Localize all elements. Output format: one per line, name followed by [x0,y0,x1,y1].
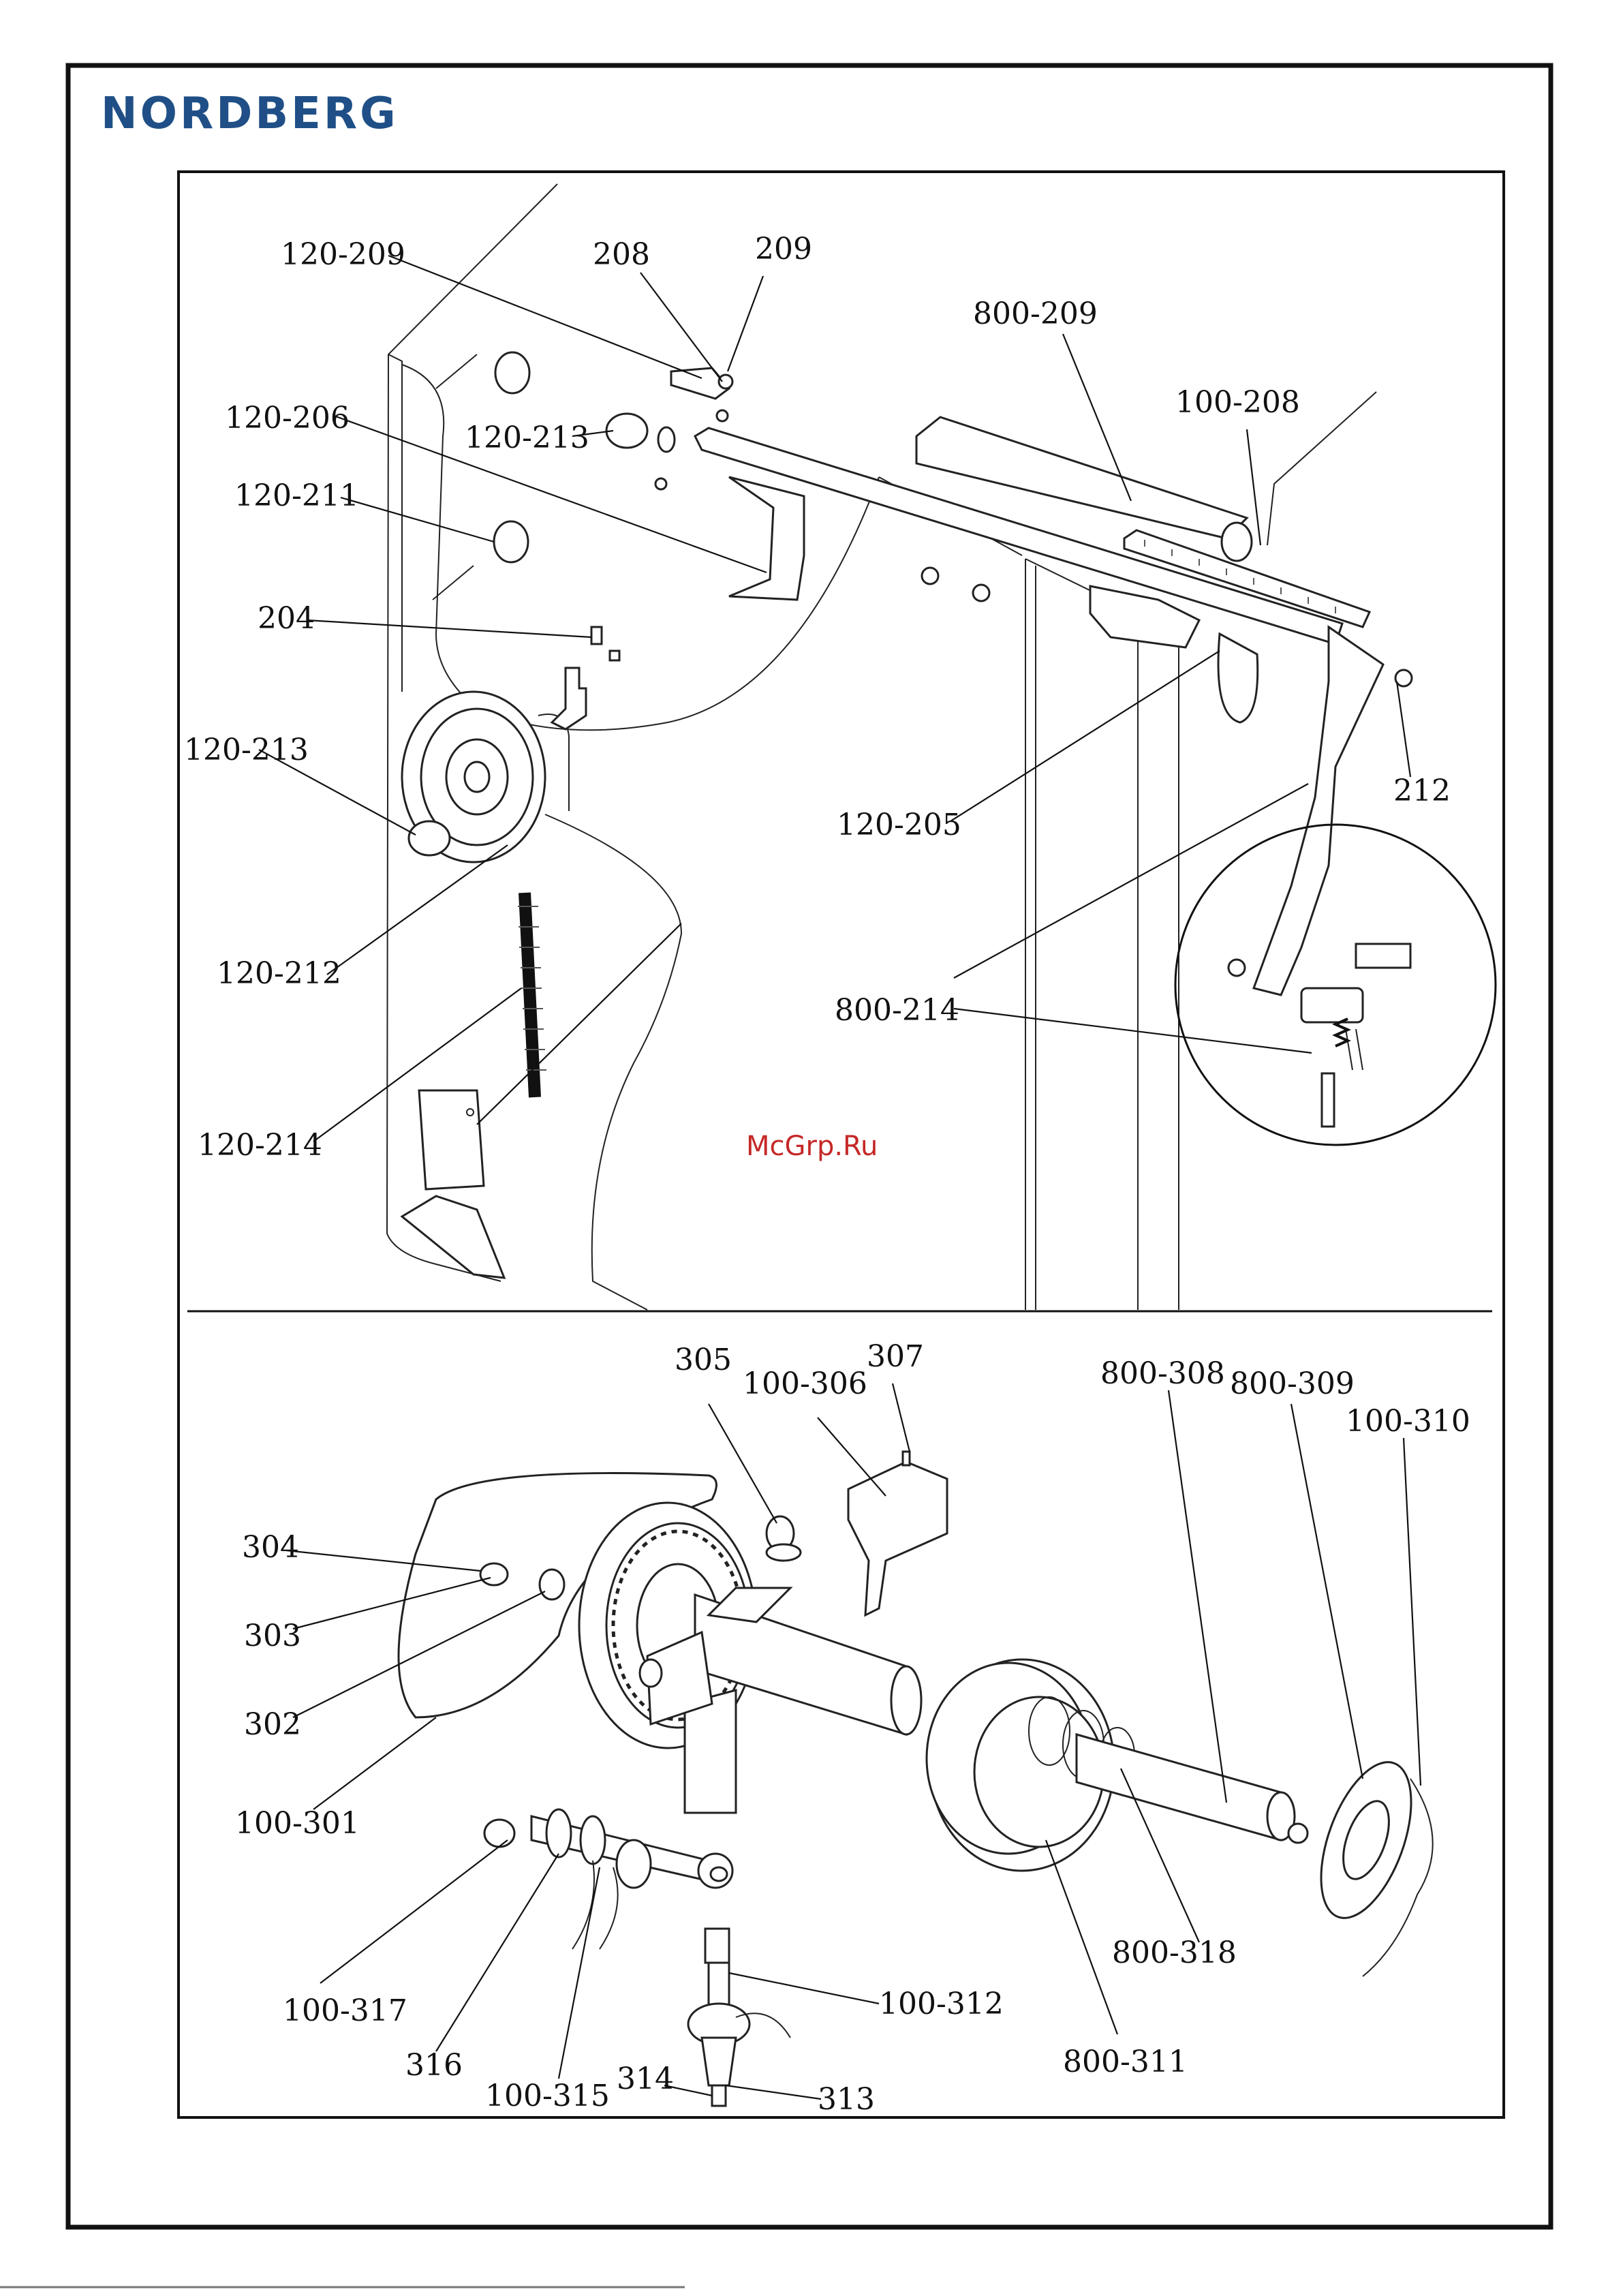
label-120-214: 120-214 [198,1128,322,1163]
label-120-209: 120-209 [281,237,405,272]
label-313: 313 [818,2082,875,2117]
label-305: 305 [675,1343,732,1377]
label-100-301: 100-301 [235,1806,360,1841]
label-800-209: 800-209 [973,296,1098,331]
label-212: 212 [1393,774,1451,808]
label-120-205: 120-205 [837,808,961,842]
label-100-312: 100-312 [879,1987,1004,2021]
label-100-310: 100-310 [1346,1404,1470,1439]
label-100-208: 100-208 [1175,385,1300,420]
label-800-318: 800-318 [1112,1935,1237,1970]
label-316: 316 [405,2048,463,2083]
label-800-311: 800-311 [1063,2045,1188,2079]
label-120-206: 120-206 [225,401,350,435]
lower-part-labels: 305 100-306 307 800-308 800-309 100-310 … [235,1339,1470,2117]
label-120-212: 120-212 [217,956,341,991]
lower-diagram [286,1383,1433,2106]
label-209: 209 [755,232,812,266]
watermark: McGrp.Ru [746,1131,878,1162]
label-307: 307 [867,1339,924,1374]
label-302: 302 [244,1707,301,1742]
label-314: 314 [617,2062,674,2096]
label-800-308: 800-308 [1100,1356,1225,1391]
label-100-317: 100-317 [283,1993,407,2028]
label-100-306: 100-306 [743,1366,867,1401]
label-800-309: 800-309 [1230,1366,1355,1401]
label-120-213-lower: 120-213 [184,733,309,767]
label-120-211: 120-211 [234,478,359,513]
brand-logo: NORDBERG [101,89,399,139]
upper-part-labels: 120-209 208 209 800-209 100-208 120-206 … [184,232,1451,1163]
label-303: 303 [244,1619,301,1653]
label-800-214: 800-214 [835,993,959,1028]
label-208: 208 [593,237,650,272]
label-100-315: 100-315 [485,2079,610,2113]
label-204: 204 [258,601,315,636]
label-304: 304 [242,1530,299,1565]
label-120-213-upper: 120-213 [465,420,589,455]
detail-callout-circle [1175,825,1496,1145]
